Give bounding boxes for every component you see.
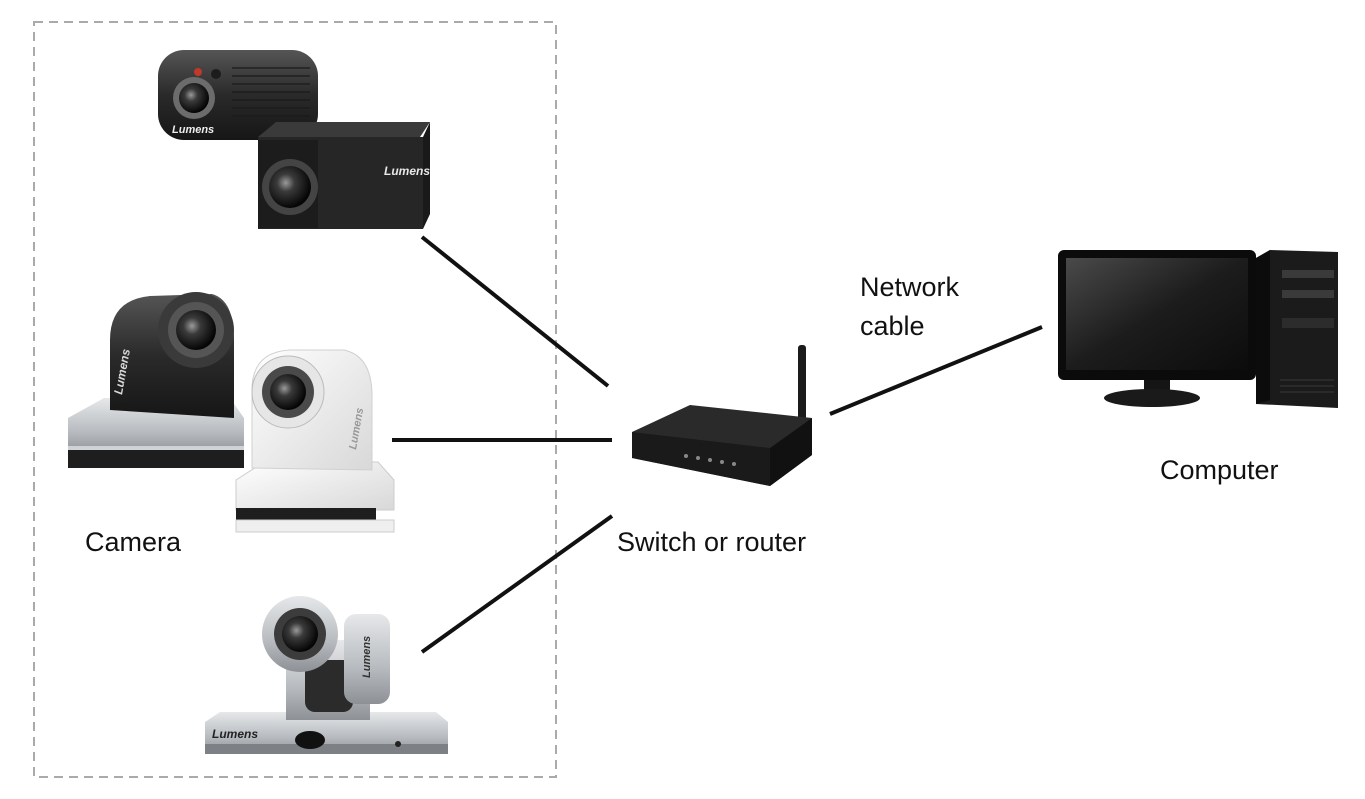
connector-lines [392, 235, 1043, 654]
network-cable-label-line2: cable [860, 311, 925, 341]
svg-text:Lumens: Lumens [384, 164, 430, 178]
connector-tracking-camera-to-switch [420, 514, 614, 654]
switch-or-router-label: Switch or router [617, 527, 807, 557]
computer [1058, 250, 1338, 408]
camera-label: Camera [85, 527, 182, 557]
ptz-camera-black: Lumens [68, 292, 244, 468]
connector-box-cameras-to-switch [420, 235, 610, 388]
network-cable-line [829, 325, 1043, 416]
network-cable-label-line1: Network [860, 272, 960, 302]
svg-text:Lumens: Lumens [361, 636, 373, 678]
tracking-camera: Lumens Lumens [205, 596, 448, 754]
svg-text:Lumens: Lumens [172, 124, 214, 136]
svg-text:Lumens: Lumens [212, 727, 258, 741]
network-cable-label: Network cable [860, 268, 959, 346]
router [632, 345, 812, 486]
camera-group-box [33, 21, 557, 778]
ptz-camera-white: Lumens [235, 349, 395, 533]
computer-label: Computer [1160, 455, 1279, 485]
box-camera-large: Lumens [258, 122, 430, 229]
box-camera-small: Lumens [158, 50, 318, 140]
